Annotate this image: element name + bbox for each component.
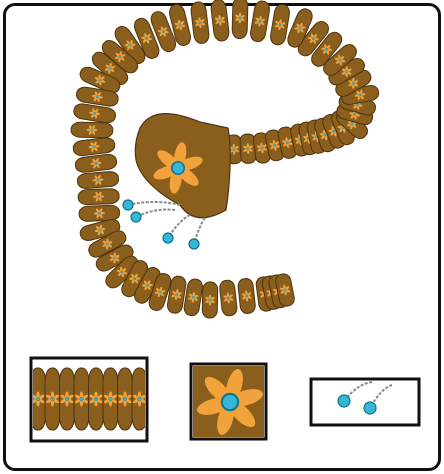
inset-beads-frame [311,379,419,425]
inset-segments [31,368,148,430]
flower-center [97,179,100,182]
flower-center [245,295,248,298]
tail-4 [189,218,205,249]
tail-3 [163,215,190,243]
flower-center [91,129,94,132]
flower-center [98,212,101,215]
bead-dot [364,402,376,414]
flower-center [233,148,236,151]
bead-dot [131,212,141,222]
flower-center [199,21,202,24]
bead-dot [338,395,350,407]
bead-dot [123,200,133,210]
flower-center [65,397,69,401]
tail-2 [131,209,175,222]
inset-panels [31,358,420,443]
bead-dot [189,239,199,249]
inset-flower [189,361,271,444]
flower-center [261,147,264,150]
flower-center [247,147,250,150]
bead-dot [163,233,173,243]
flower-center [219,19,222,22]
flower-center [93,145,96,148]
flower-center [227,297,230,300]
flower-center [209,299,212,302]
flower-center [36,397,40,401]
bead-chain [128,202,180,205]
flower-center [138,397,142,401]
head-piece [135,114,230,218]
flower-center [80,397,84,401]
flower-center [97,195,100,198]
bead-chain [136,209,175,217]
flower-center [109,397,113,401]
flower-center [95,162,98,165]
flower-center [51,397,55,401]
flower-center [239,17,242,20]
flower-center [94,397,98,401]
tail-1 [123,200,180,210]
flower-center [123,397,127,401]
